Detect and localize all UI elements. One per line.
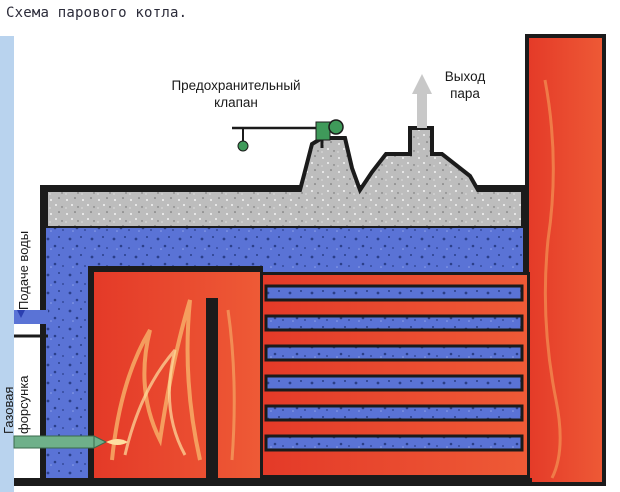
left-panel: [0, 36, 14, 492]
steam-outlet-label-line2: пара: [450, 86, 480, 101]
steam-outlet-label-line1: Выход: [444, 69, 486, 84]
gas-burner-label-line1: Газовая: [1, 386, 16, 434]
gas-burner: [13, 435, 128, 449]
steam-outlet-arrow: [412, 74, 432, 128]
water-feed-label: Подаче воды: [16, 230, 31, 310]
arrow-down-icon: [17, 310, 25, 318]
safety-valve-label: Предохранительный клапан: [146, 77, 326, 111]
safety-valve: [232, 119, 344, 152]
diagram-title: Схема парового котла.: [6, 5, 188, 21]
steam-outlet-label: Выход пара: [430, 68, 500, 102]
chimney: [525, 34, 606, 486]
safety-valve-label-line2: клапан: [214, 95, 258, 110]
furnace-baffle: [206, 298, 218, 478]
safety-valve-label-line1: Предохранительный: [171, 78, 301, 93]
gas-burner-label-line2: форсунка: [16, 375, 31, 434]
gas-burner-label: Газовая форсунка: [1, 375, 31, 434]
steam-space: [44, 126, 525, 230]
water-tubes: [264, 284, 524, 452]
boiler-base: [14, 478, 532, 486]
